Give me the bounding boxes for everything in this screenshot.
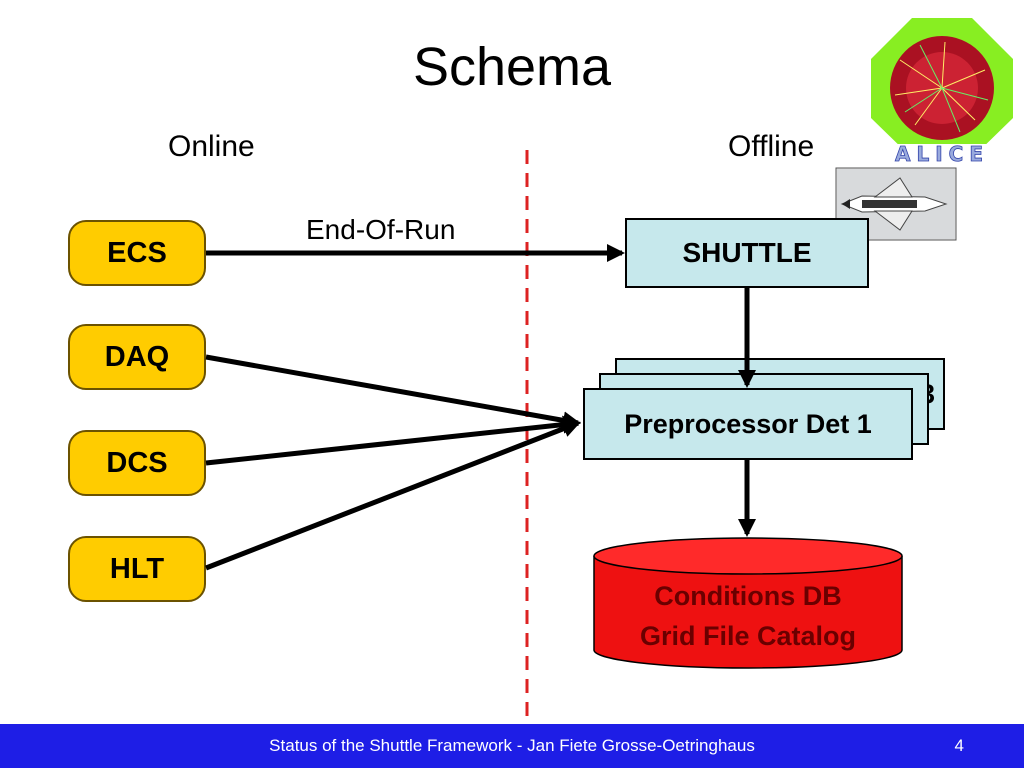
preprocessor-box-front: Preprocessor Det 1 <box>583 388 913 460</box>
end-of-run-label: End-Of-Run <box>306 214 456 245</box>
source-box-ecs: ECS <box>68 220 206 286</box>
database-label-line1: Conditions DB <box>654 581 842 611</box>
database-label: Conditions DB Grid File Catalog <box>594 576 902 656</box>
source-box-daq: DAQ <box>68 324 206 390</box>
database-label-line2: Grid File Catalog <box>639 621 857 651</box>
page-number: 4 <box>954 736 964 755</box>
arrow-dcs-to-preprocessor <box>205 415 581 466</box>
source-box-dcs: DCS <box>68 430 206 496</box>
offline-label: Offline <box>728 130 815 163</box>
arrow-daq-to-preprocessor <box>205 354 581 430</box>
logo-text: ALICE <box>895 142 989 166</box>
footer-bar: Status of the Shuttle Framework - Jan Fi… <box>0 724 1024 768</box>
shuttle-box: SHUTTLE <box>625 218 869 288</box>
source-box-hlt: HLT <box>68 536 206 602</box>
slide-title: Schema <box>412 37 612 97</box>
online-label: Online <box>168 130 255 163</box>
footer-text: Status of the Shuttle Framework - Jan Fi… <box>269 736 755 755</box>
arrow-hlt-to-preprocessor <box>205 420 581 571</box>
